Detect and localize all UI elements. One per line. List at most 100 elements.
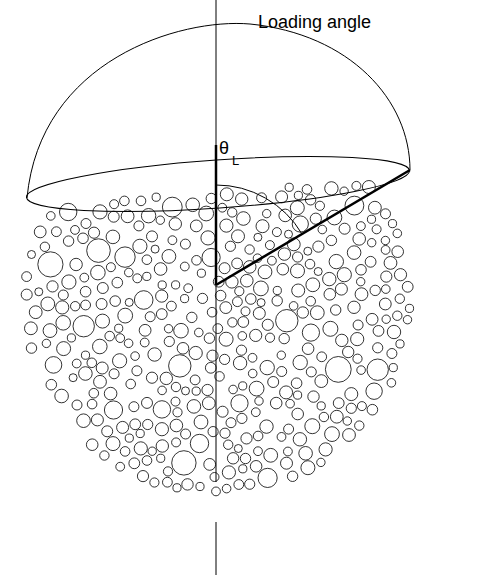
particle [133, 239, 147, 253]
particle [91, 414, 103, 426]
particle [217, 406, 228, 417]
particle [143, 419, 153, 429]
particle [88, 227, 99, 238]
axis-line [216, 522, 217, 575]
particle [148, 447, 156, 455]
particle [285, 230, 293, 238]
particle [171, 397, 180, 406]
particle [370, 285, 380, 295]
granular-particles [21, 181, 413, 496]
particle [287, 471, 297, 481]
particle [228, 318, 237, 327]
particle [357, 366, 366, 375]
particle [220, 428, 230, 438]
particle [120, 447, 130, 457]
particle [132, 366, 142, 376]
particle [331, 305, 341, 315]
particle [168, 236, 177, 245]
particle [346, 403, 356, 413]
particle [291, 378, 302, 389]
particle [302, 343, 314, 355]
particle [125, 434, 133, 442]
particle [348, 301, 360, 313]
particle [222, 466, 235, 479]
particle [177, 343, 189, 355]
particle [81, 300, 91, 310]
particle [315, 201, 324, 210]
particle [156, 440, 168, 452]
particle [52, 227, 62, 237]
particle [277, 367, 287, 377]
particle [189, 346, 202, 359]
particle [156, 216, 164, 224]
particle [233, 297, 243, 307]
particle [86, 439, 98, 451]
particle [170, 419, 183, 432]
particle [204, 333, 214, 343]
particle [254, 447, 263, 456]
particle [306, 278, 320, 292]
particle [202, 248, 220, 266]
particle [110, 296, 121, 307]
particle [318, 225, 327, 234]
particle [379, 298, 391, 310]
particle [279, 333, 289, 343]
particle [313, 241, 324, 252]
particle [388, 220, 396, 228]
particle [141, 209, 155, 223]
particle [226, 418, 236, 428]
particle [245, 245, 254, 254]
particle [81, 351, 89, 359]
particle [204, 459, 216, 471]
particle [325, 427, 340, 442]
particle [272, 296, 282, 306]
particle [208, 427, 218, 437]
particle [205, 362, 216, 373]
particle [196, 482, 204, 490]
particle [215, 290, 226, 301]
particle [302, 324, 319, 341]
particle [57, 342, 71, 356]
particle [70, 258, 82, 270]
particle [260, 420, 273, 433]
particle [305, 259, 315, 269]
particle [299, 447, 313, 461]
particle [163, 477, 173, 487]
particle [305, 419, 320, 434]
particle [272, 228, 281, 237]
particle [78, 233, 89, 244]
particle [238, 332, 247, 341]
particle [245, 479, 255, 489]
particle [339, 223, 350, 234]
particle [156, 290, 168, 302]
particle [93, 205, 107, 219]
particle [139, 324, 151, 336]
particle [180, 262, 189, 271]
particle [158, 281, 166, 289]
particle [174, 323, 189, 338]
particle [280, 386, 293, 399]
angle-label: Loading angle [258, 13, 371, 31]
particle [351, 333, 364, 346]
particle [293, 433, 306, 446]
particle [405, 304, 413, 312]
angle-symbol: θ [219, 139, 229, 157]
particle [40, 242, 49, 251]
particle [142, 255, 152, 265]
particle [232, 258, 243, 269]
particle [45, 357, 62, 374]
particle [56, 301, 69, 314]
particle [273, 286, 281, 294]
particle [373, 326, 384, 337]
particle [285, 183, 293, 191]
particle [158, 386, 167, 395]
particle [143, 272, 151, 280]
particle [286, 399, 295, 408]
particle [163, 467, 172, 476]
particle [355, 288, 368, 301]
particle [236, 345, 246, 355]
particle [153, 401, 170, 418]
particle [381, 271, 392, 282]
particle [265, 241, 274, 250]
particle [110, 200, 119, 209]
